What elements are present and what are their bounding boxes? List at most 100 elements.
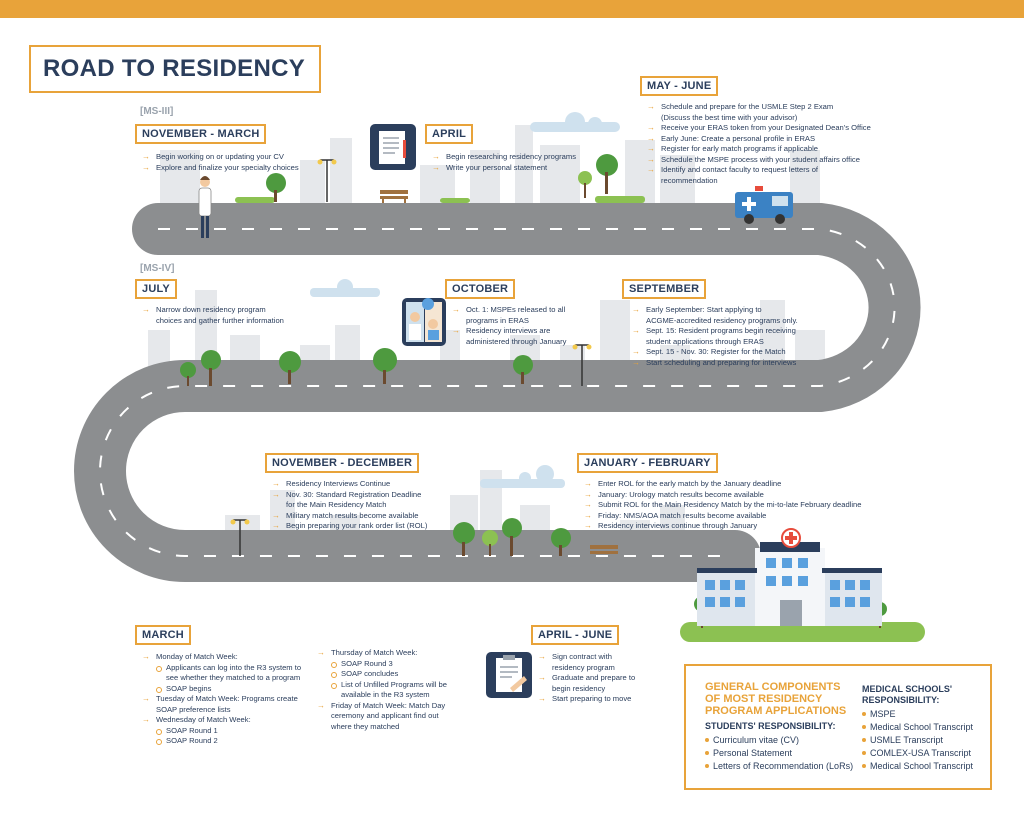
ambulance-icon [735, 186, 793, 224]
list-item: Personal Statement [705, 747, 865, 760]
list-item: Early September: Start applying to [632, 305, 822, 316]
april-list: Begin researching residency programs Wri… [432, 152, 612, 173]
list-item: where they matched [331, 721, 400, 731]
list-item: begin residency [552, 683, 606, 693]
march-header: MARCH [135, 625, 191, 645]
apr-jun-header: APRIL - JUNE [531, 625, 620, 645]
list-item: Explore and finalize your specialty choi… [142, 163, 342, 174]
list-item: administered through January [466, 336, 567, 346]
cloud-icon [310, 112, 620, 488]
list-item: Schedule the MSPE process with your stud… [647, 155, 887, 166]
september-header: SEPTEMBER [622, 279, 707, 299]
list-item: Start preparing to move [538, 694, 668, 705]
general-components-box [684, 664, 992, 790]
list-item: available in the R3 system [341, 690, 430, 699]
list-item: Curriculum vitae (CV) [705, 734, 865, 747]
list-item: Tuesday of Match Week: Programs create [142, 694, 322, 705]
hospital-icon [697, 528, 882, 626]
list-item: Enter ROL for the early match by the Jan… [584, 479, 884, 490]
may-june-list: Schedule and prepare for the USMLE Step … [647, 102, 887, 186]
nov-dec-list: Residency Interviews Continue Nov. 30: S… [272, 479, 462, 532]
list-item: Receive your ERAS token from your Design… [647, 123, 887, 134]
road-lane-marks [99, 228, 896, 557]
list-item: Write your personal statement [432, 163, 612, 174]
list-item: Early June: Create a personal profile in… [647, 134, 887, 145]
list-item: Nov. 30: Standard Registration Deadline [272, 490, 462, 501]
list-item: see whether they matched to a program [166, 673, 301, 682]
list-item: Residency Interviews Continue [272, 479, 462, 490]
schools-responsibility-list: MSPE Medical School Transcript USMLE Tra… [862, 708, 987, 773]
video-call-icon [402, 298, 446, 346]
list-item: Begin researching residency programs [432, 152, 612, 163]
list-item: MSPE [862, 708, 987, 721]
list-item: SOAP begins [142, 684, 322, 695]
list-item: Military match results become available [272, 511, 462, 522]
list-item: List of Unfilled Programs will be [317, 680, 477, 691]
list-item: January: Urology match results become av… [584, 490, 884, 501]
students-responsibility-list: Curriculum vitae (CV) Personal Statement… [705, 734, 865, 773]
list-item: Identify and contact faculty to request … [647, 165, 887, 176]
clipboard-icon [486, 652, 532, 698]
july-list: Narrow down residency program choices an… [142, 305, 322, 326]
jan-feb-list: Enter ROL for the early match by the Jan… [584, 479, 884, 532]
march-list-col2: Thursday of Match Week: SOAP Round 3 SOA… [317, 648, 477, 732]
nov-mar-header: NOVEMBER - MARCH [135, 124, 267, 144]
list-item: Graduate and prepare to [538, 673, 668, 684]
list-item: Start scheduling and preparing for inter… [632, 358, 822, 369]
list-item: (Discuss the best time with your advisor… [661, 112, 798, 122]
april-header: APRIL [425, 124, 473, 144]
list-item: Wednesday of Match Week: [142, 715, 322, 726]
list-item: Applicants can log into the R3 system to [142, 663, 322, 674]
october-header: OCTOBER [445, 279, 516, 299]
list-item: Residency interviews are [452, 326, 592, 337]
list-item: programs in ERAS [466, 315, 529, 325]
list-item: SOAP Round 3 [317, 659, 477, 670]
list-item: ACGME-accredited residency programs only… [646, 315, 798, 325]
list-item: USMLE Transcript [862, 734, 987, 747]
list-item: ceremony and applicant find out [331, 711, 439, 720]
list-item: SOAP Round 2 [142, 736, 322, 747]
list-item: Submit ROL for the Main Residency Match … [584, 500, 884, 511]
nov-dec-header: NOVEMBER - DECEMBER [265, 453, 420, 473]
list-item: Oct. 1: MSPEs released to all [452, 305, 592, 316]
list-item: Register for early match programs if app… [647, 144, 887, 155]
list-item: Sept. 15: Resident programs begin receiv… [632, 326, 822, 337]
september-list: Early September: Start applying to ACGME… [632, 305, 822, 368]
list-item: Residency interviews continue through Ja… [584, 521, 884, 532]
jan-feb-header: JANUARY - FEBRUARY [577, 453, 718, 473]
list-item: COMLEX-USA Transcript [862, 747, 987, 760]
list-item: Letters of Recommendation (LoRs) [705, 760, 865, 773]
list-item: Friday of Match Week: Match Day [317, 701, 477, 712]
list-item: Sept. 15 - Nov. 30: Register for the Mat… [632, 347, 822, 358]
list-item: for the Main Residency Match [286, 500, 387, 509]
schools-responsibility-title: MEDICAL SCHOOLS' RESPONSIBILITY: [862, 684, 952, 705]
list-item: Medical School Transcript [862, 760, 987, 773]
list-item: Schedule and prepare for the USMLE Step … [647, 102, 887, 113]
students-responsibility-title: STUDENTS' RESPONSIBILITY: [705, 721, 836, 731]
bench-icon [380, 190, 618, 554]
top-accent-bar [0, 0, 1024, 18]
list-item: SOAP Round 1 [142, 726, 322, 737]
march-list-col1: Monday of Match Week: Applicants can log… [142, 652, 322, 747]
page-title: ROAD TO RESIDENCY [29, 45, 321, 93]
july-header: JULY [135, 279, 177, 299]
list-item: Thursday of Match Week: [317, 648, 477, 659]
list-item: Narrow down residency program [142, 305, 322, 316]
document-icon [370, 124, 416, 170]
may-june-header: MAY - JUNE [640, 76, 719, 96]
list-item: Monday of Match Week: [142, 652, 322, 663]
list-item: residency program [552, 662, 615, 672]
list-item: Medical School Transcript [862, 721, 987, 734]
nov-mar-list: Begin working on or updating your CV Exp… [142, 152, 342, 173]
ms3-label: [MS-III] [140, 106, 174, 117]
list-item: student applications through ERAS [646, 336, 764, 346]
october-list: Oct. 1: MSPEs released to all programs i… [452, 305, 592, 347]
page-title-text: ROAD TO RESIDENCY [43, 55, 306, 82]
list-item: Begin working on or updating your CV [142, 152, 342, 163]
list-item: Sign contract with [538, 652, 668, 663]
apr-jun-list: Sign contract with residency program Gra… [538, 652, 668, 705]
general-components-title: GENERAL COMPONENTS OF MOST RESIDENCY PRO… [705, 681, 847, 717]
doctor-figure-icon [198, 176, 212, 238]
list-item: SOAP preference lists [156, 704, 231, 714]
list-item: Begin preparing your rank order list (RO… [272, 521, 462, 532]
